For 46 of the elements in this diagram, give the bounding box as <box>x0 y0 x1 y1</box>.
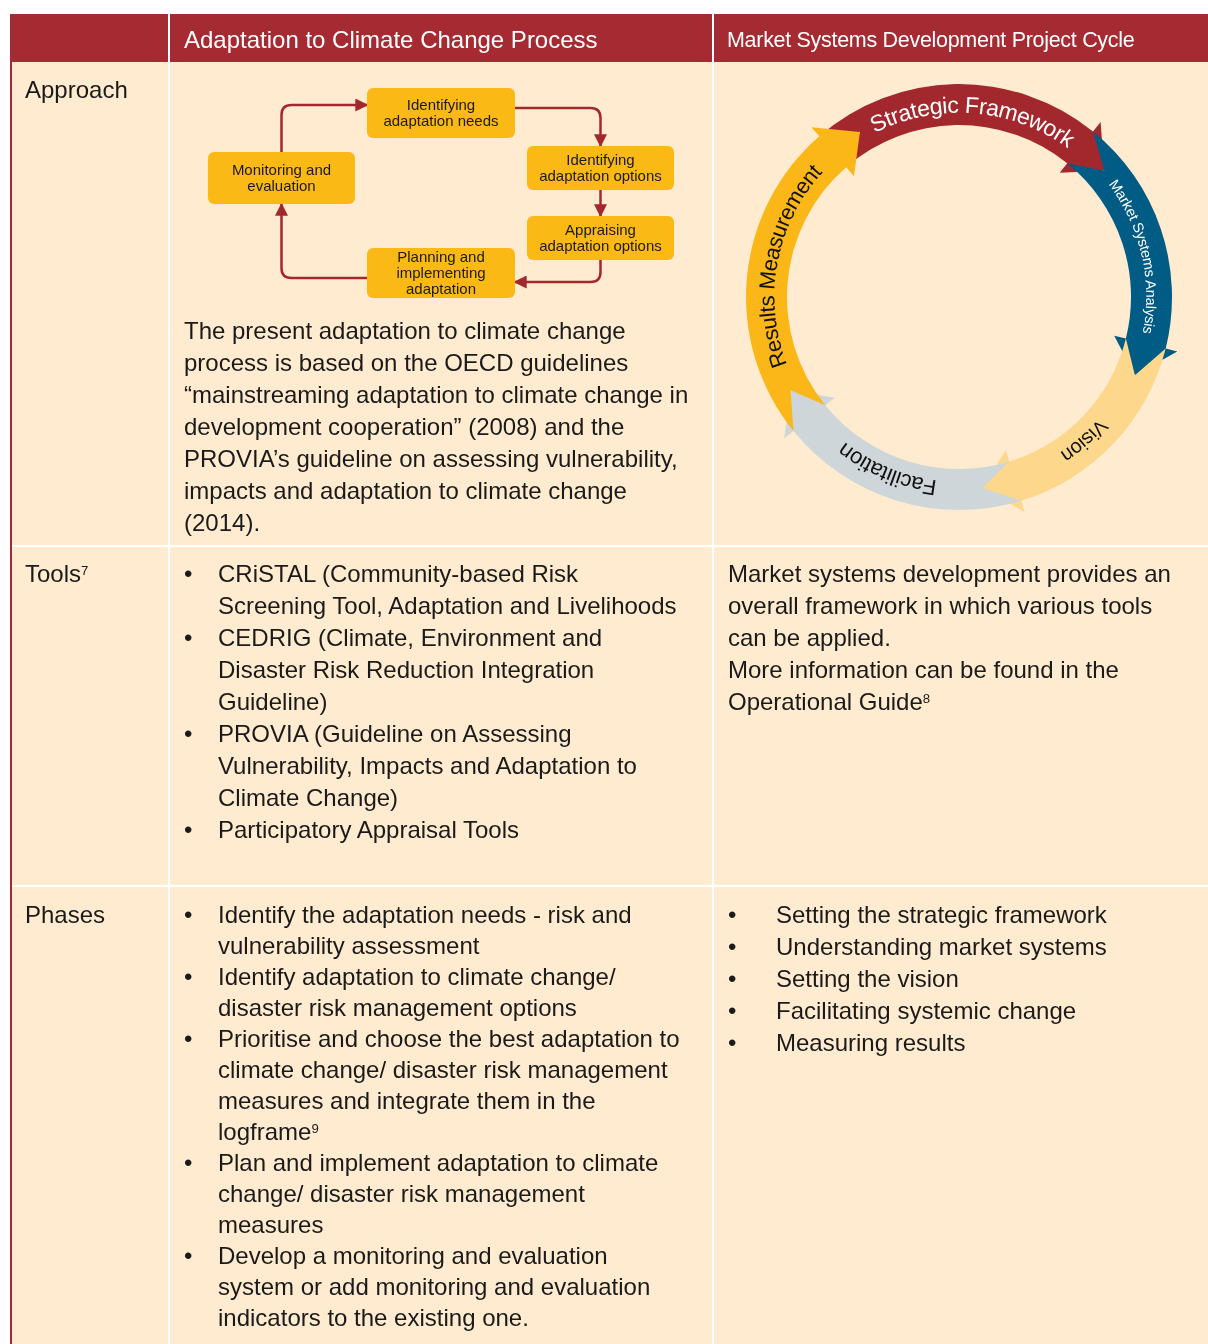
list-item: Plan and implement adaptation to climate change/ disaster risk management measures <box>218 1148 660 1240</box>
bullet: • <box>728 1028 738 1058</box>
list-item: CRiSTAL (Community-based Risk Screening Tool, Adaptation and Livelihoods <box>218 559 678 621</box>
bullet: • <box>184 559 194 589</box>
arrow <box>513 260 602 289</box>
bullet: • <box>184 962 194 992</box>
list-item: Participatory Appraisal Tools <box>218 815 520 845</box>
cell-text: More information can be found in the Operational Guide$^{8}$ <box>728 655 1120 717</box>
bullet: • <box>728 996 738 1026</box>
list-item: CEDRIG (Climate, Environment and Disaster Risk Reduction Integration Guideline) <box>218 623 604 717</box>
arrow <box>280 98 369 152</box>
bullet: • <box>728 900 738 930</box>
bullet: • <box>184 623 194 653</box>
list-item: Identify adaptation to climate change/ disaster risk management options <box>218 962 617 1023</box>
bullet: • <box>184 1148 194 1178</box>
process-box: Identifying adaptation options <box>527 146 674 190</box>
process-box: Appraising adaptation options <box>527 216 674 260</box>
list-item: Prioritise and choose the best adaptation to climate change/ disaster risk management measures and integrate them in the logframe$^{9}$ <box>218 1024 681 1147</box>
cell-text: Market systems development provides an overall framework in which various tools can be applied. <box>728 559 1172 653</box>
process-box: Monitoring and evaluation <box>208 152 355 204</box>
arrow <box>515 106 607 148</box>
bullet: • <box>728 964 738 994</box>
list-item: Setting the vision <box>776 964 959 994</box>
bullet: • <box>184 719 194 749</box>
list-item: Develop a monitoring and evaluation system or add monitoring and evaluation indicators to the existing one. <box>218 1241 652 1333</box>
process-box: Identifying adaptation needs <box>367 88 515 138</box>
bullet: • <box>184 900 194 930</box>
bullet: • <box>184 815 194 845</box>
bullet: • <box>184 1024 194 1054</box>
list-item: Measuring results <box>776 1028 966 1058</box>
list-item: Setting the strategic framework <box>776 900 1107 930</box>
process-box: Planning and implementing adaptation <box>367 248 515 298</box>
list-item: Understanding market systems <box>776 932 1107 962</box>
cell-text: Market Systems Development Project Cycle <box>727 27 1135 54</box>
cell-text: The present adaptation to climate change process is based on the OECD guidelines “mainstreaming adaptation to climate change in development cooperation” (2008) and the PROVIA’s guideline on assessing vulnerability, impacts and adaptation to climate change (2014). <box>184 316 690 538</box>
list-item: Identify the adaptation needs - risk and vulnerability assessment <box>218 900 633 961</box>
list-item: Facilitating systemic change <box>776 996 1077 1026</box>
cell-text: Approach <box>25 75 128 105</box>
cell-text: Phases <box>25 900 106 930</box>
list-item: PROVIA (Guideline on Assessing Vulnerability, Impacts and Adaptation to Climate Change) <box>218 719 638 813</box>
cell-text: Tools$^{7}$ <box>25 559 89 589</box>
bullet: • <box>184 1241 194 1271</box>
bullet: • <box>728 932 738 962</box>
cell-text: Adaptation to Climate Change Process <box>184 25 598 55</box>
arrow <box>275 202 367 280</box>
arrow <box>594 190 607 218</box>
